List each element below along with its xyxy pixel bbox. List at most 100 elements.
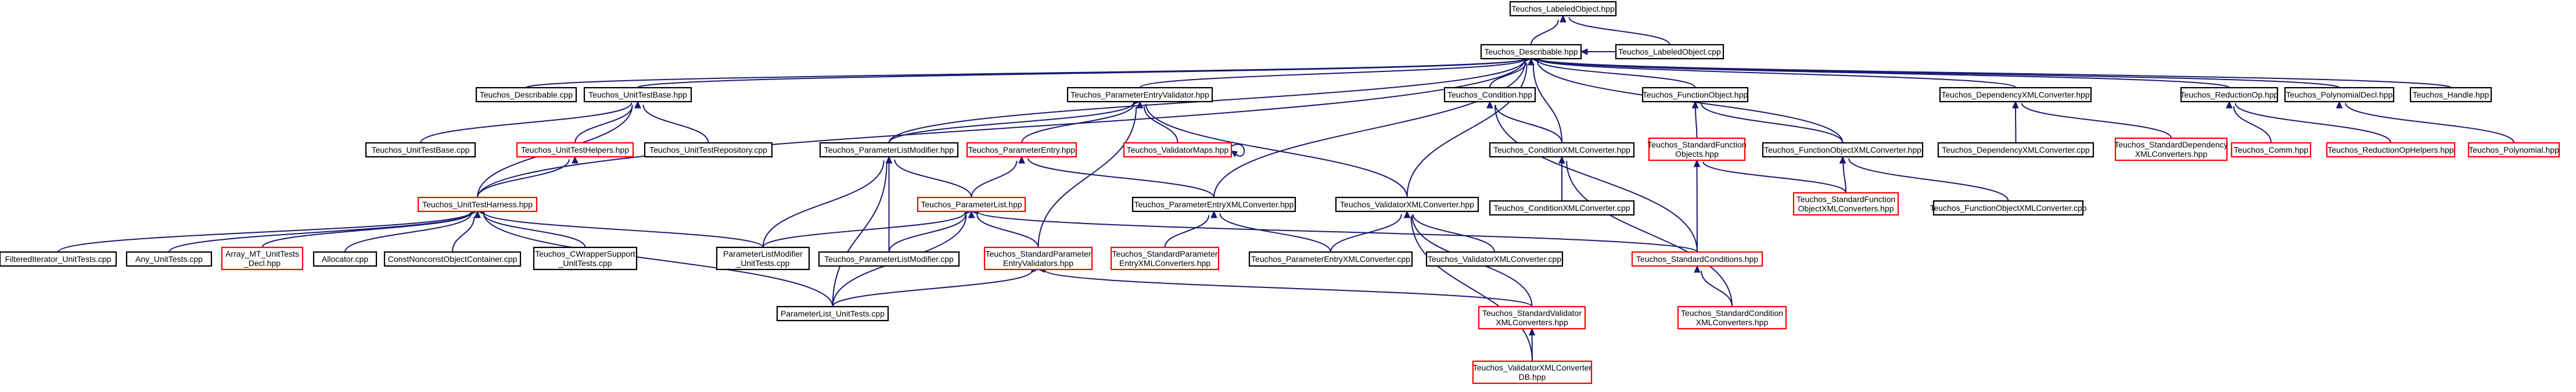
node-unit-test-repository-cpp[interactable]: Teuchos_UnitTestRepository.cpp [644,142,773,158]
node-label: Teuchos_ParameterEntryXMLConverter.hpp [1134,200,1294,209]
node-condition-xml-converter-cpp[interactable]: Teuchos_ConditionXMLConverter.cpp [1489,200,1635,216]
node-standard-function-object-xml-converters-hpp[interactable]: Teuchos_StandardFunctionObjectXMLConvert… [1792,192,1899,216]
edge-line [261,212,472,248]
node-standard-dependency-xml-converters-hpp[interactable]: Teuchos_StandardDependencyXMLConverters.… [2114,137,2228,161]
edge-line [762,160,885,248]
node-validator-xml-converter-hpp[interactable]: Teuchos_ValidatorXMLConverter.hpp [1335,196,1479,213]
node-label: Teuchos_ValidatorXMLConverter.hpp [1340,200,1474,209]
node-function-object-xml-converter-hpp[interactable]: Teuchos_FunctionObjectXMLConverter.hpp [1762,142,1924,158]
edge-line [58,211,472,253]
node-label: Teuchos_Handle.hpp [2413,90,2489,99]
dependency-edge [1021,100,1144,143]
node-label: Teuchos_UnitTestBase.cpp [372,145,470,154]
node-box [1937,142,2094,158]
node-handle-hpp[interactable]: Teuchos_Handle.hpp [2409,87,2492,103]
node-cwrapper-support-unit-tests-cpp[interactable]: Teuchos_CWrapperSupport_UnitTests.cpp [533,246,638,271]
node-unit-test-base-cpp[interactable]: Teuchos_UnitTestBase.cpp [365,142,476,158]
node-box [1066,87,1213,103]
node-label: Teuchos_ConditionXMLConverter.cpp [1493,203,1630,213]
dependency-edge [1839,156,2009,202]
node-array-mt-unit-tests-decl-hpp[interactable]: Array_MT_UnitTests_Decl.hpp [221,246,304,271]
node-reduction-op-hpp[interactable]: Teuchos_ReductionOp.hpp [2180,87,2279,103]
node-label: Teuchos_LabeledObject.hpp [1511,4,1615,13]
edge-line [1494,105,1562,143]
node-label: Teuchos_DependencyXMLConverter.hpp [1941,90,2089,99]
edge-line [1037,107,1137,248]
node-box [1480,44,1582,60]
node-box [1443,87,1536,103]
node-label: FilteredIterator_UnitTests.cpp [5,254,112,264]
edge-line [1568,17,1670,45]
dependency-edge [1330,210,1411,253]
node-condition-xml-converter-hpp[interactable]: Teuchos_ConditionXMLConverter.hpp [1489,142,1635,158]
arrow-head [1528,328,1536,336]
node-const-nonconst-object-container-cpp[interactable]: ConstNonconstObjectContainer.cpp [383,251,522,267]
arrow-head [1231,150,1238,158]
node-reduction-op-helpers-hpp[interactable]: Teuchos_ReductionOpHelpers.hpp [2326,142,2456,158]
node-polynomial-decl-hpp[interactable]: Teuchos_PolynomialDecl.hpp [2284,87,2395,103]
edge-line [483,211,764,248]
node-filtered-iterator-unit-tests-cpp[interactable]: FilteredIterator_UnitTests.cpp [0,251,117,267]
node-standard-condition-xml-converters-hpp[interactable]: Teuchos_StandardConditionXMLConverters.h… [1677,305,1787,330]
node-standard-validator-xml-converters-hpp[interactable]: Teuchos_StandardValidatorXMLConverters.h… [1478,305,1586,330]
node-parameter-entry-xml-converter-hpp[interactable]: Teuchos_ParameterEntryXMLConverter.hpp [1131,196,1296,213]
dependency-edge [1530,55,1696,88]
node-parameter-entry-validator-hpp[interactable]: Teuchos_ParameterEntryValidator.hpp [1066,87,1213,103]
node-box [1932,200,2084,216]
node-standard-parameter-entry-validators-hpp[interactable]: Teuchos_StandardParameterEntryValidators… [983,246,1093,271]
node-parameter-list-modifier-cpp[interactable]: Teuchos_ParameterListModifier.cpp [818,251,960,267]
node-validator-xml-converter-cpp[interactable]: Teuchos_ValidatorXMLConverter.cpp [1425,251,1564,267]
dependency-edge [1210,210,1331,253]
node-parameter-entry-hpp[interactable]: Teuchos_ParameterEntry.hpp [966,142,1077,158]
node-parameter-list-modifier-unit-tests-cpp[interactable]: ParameterListModifier_UnitTests.cpp [716,246,810,271]
self-loop-edge [1231,143,1245,157]
edge-layer [58,15,2514,362]
node-label: Teuchos_UnitTestBase.hpp [588,90,687,99]
edge-line [1536,58,2452,88]
node-box [2180,87,2279,103]
dependency-edge [1530,55,2016,88]
node-unit-test-harness-hpp[interactable]: Teuchos_UnitTestHarness.hpp [417,196,538,213]
node-labeled-object-cpp[interactable]: Teuchos_LabeledObject.cpp [1615,44,1724,60]
dependency-edge [1136,100,1179,143]
node-parameter-list-hpp[interactable]: Teuchos_ParameterList.hpp [917,196,1026,213]
node-dependency-xml-converter-cpp[interactable]: Teuchos_DependencyXMLConverter.cpp [1937,142,2094,158]
node-comm-hpp[interactable]: Teuchos_Comm.hpp [2230,142,2312,158]
node-standard-parameter-entry-xml-converters-hpp[interactable]: Teuchos_StandardParameterEntryXMLConvert… [1110,246,1220,271]
node-box [1489,200,1635,216]
node-label: Teuchos_StandardParameter [1112,249,1217,258]
node-label: XMLConverters.hpp [2135,149,2208,159]
node-box [1677,305,1787,330]
edge-line [1536,58,2230,88]
node-parameter-list-modifier-hpp[interactable]: Teuchos_ParameterListModifier.hpp [819,142,959,158]
arrow-head [1691,100,1699,109]
node-allocator-cpp[interactable]: Allocator.cpp [312,251,378,267]
node-describable-cpp[interactable]: Teuchos_Describable.cpp [475,87,577,103]
node-function-object-xml-converter-cpp[interactable]: Teuchos_FunctionObjectXMLConverter.cpp [1930,200,2087,216]
node-box [819,142,959,158]
node-label: Teuchos_ParameterListModifier.hpp [824,145,954,154]
node-parameter-list-unit-tests-cpp[interactable]: ParameterList_UnitTests.cpp [776,305,889,322]
node-validator-maps-hpp[interactable]: Teuchos_ValidatorMaps.hpp [1123,142,1233,158]
arrow-head [1528,57,1535,66]
node-parameter-entry-xml-converter-cpp[interactable]: Teuchos_ParameterEntryXMLConverter.cpp [1248,251,1413,267]
node-describable-hpp[interactable]: Teuchos_Describable.hpp [1480,44,1582,60]
node-any-unit-tests-cpp[interactable]: Any_UnitTests.cpp [125,251,213,267]
edge-line [1139,58,1526,88]
dependency-edge [832,266,1039,307]
node-standard-conditions-hpp[interactable]: Teuchos_StandardConditions.hpp [1631,251,1763,267]
node-unit-test-base-hpp[interactable]: Teuchos_UnitTestBase.hpp [583,87,692,103]
node-polynomial-hpp[interactable]: Teuchos_Polynomial.hpp [2467,142,2560,158]
node-function-object-hpp[interactable]: Teuchos_FunctionObject.hpp [1641,87,1749,103]
edge-line [1566,161,1733,307]
node-dependency-xml-converter-hpp[interactable]: Teuchos_DependencyXMLConverter.hpp [1939,87,2092,103]
node-unit-test-helpers-hpp[interactable]: Teuchos_UnitTestHelpers.hpp [516,142,634,158]
node-condition-hpp[interactable]: Teuchos_Condition.hpp [1443,87,1536,103]
dependency-edge [971,156,1025,198]
node-label: Teuchos_Describable.hpp [1484,47,1578,56]
arrow-head [474,210,481,218]
node-box [917,196,1026,213]
